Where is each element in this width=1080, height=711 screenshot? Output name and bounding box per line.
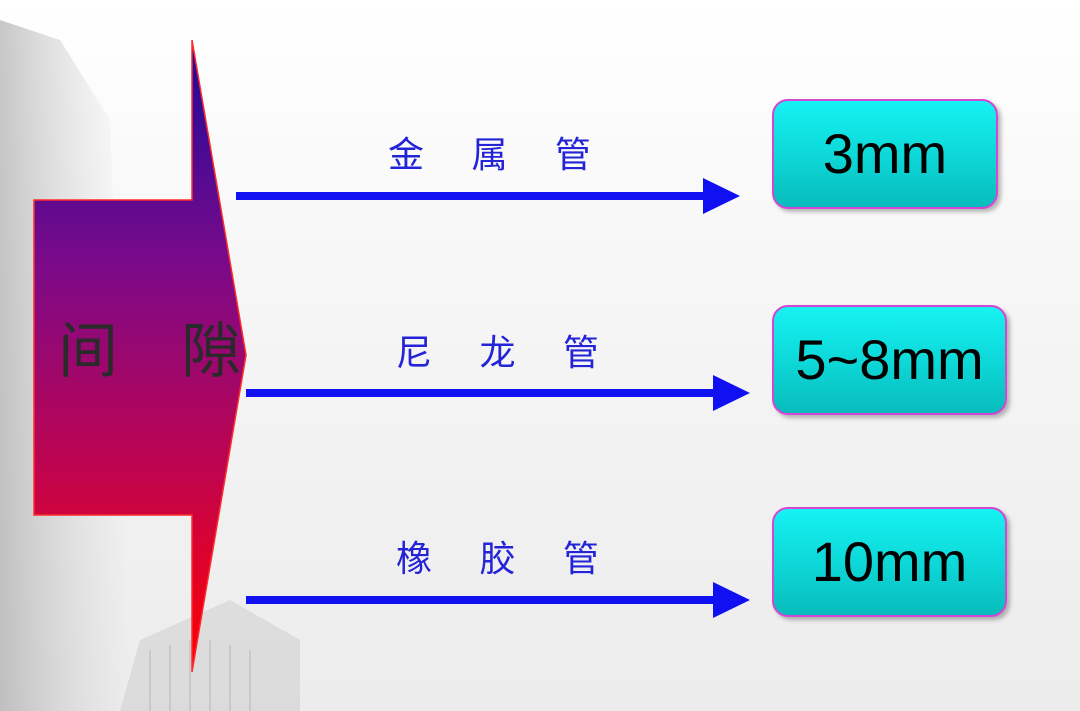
- branch-label-metal: 金 属 管: [388, 135, 609, 176]
- branch-arrow-nylon: [246, 375, 750, 411]
- value-box-rubber: 10mm: [772, 507, 1007, 617]
- source-label: 间 隙: [58, 317, 264, 387]
- value-nylon: 5~8mm: [795, 328, 984, 391]
- value-box-nylon: 5~8mm: [772, 305, 1007, 415]
- branch-arrow-metal: [236, 178, 740, 214]
- branch-label-nylon: 尼 龙 管: [396, 333, 617, 374]
- branch-label-rubber: 橡 胶 管: [396, 539, 617, 580]
- value-rubber: 10mm: [811, 530, 968, 593]
- value-box-metal: 3mm: [772, 99, 998, 209]
- branch-arrow-rubber: [246, 582, 750, 618]
- value-metal: 3mm: [822, 122, 948, 185]
- source-block-arrow: [33, 39, 247, 673]
